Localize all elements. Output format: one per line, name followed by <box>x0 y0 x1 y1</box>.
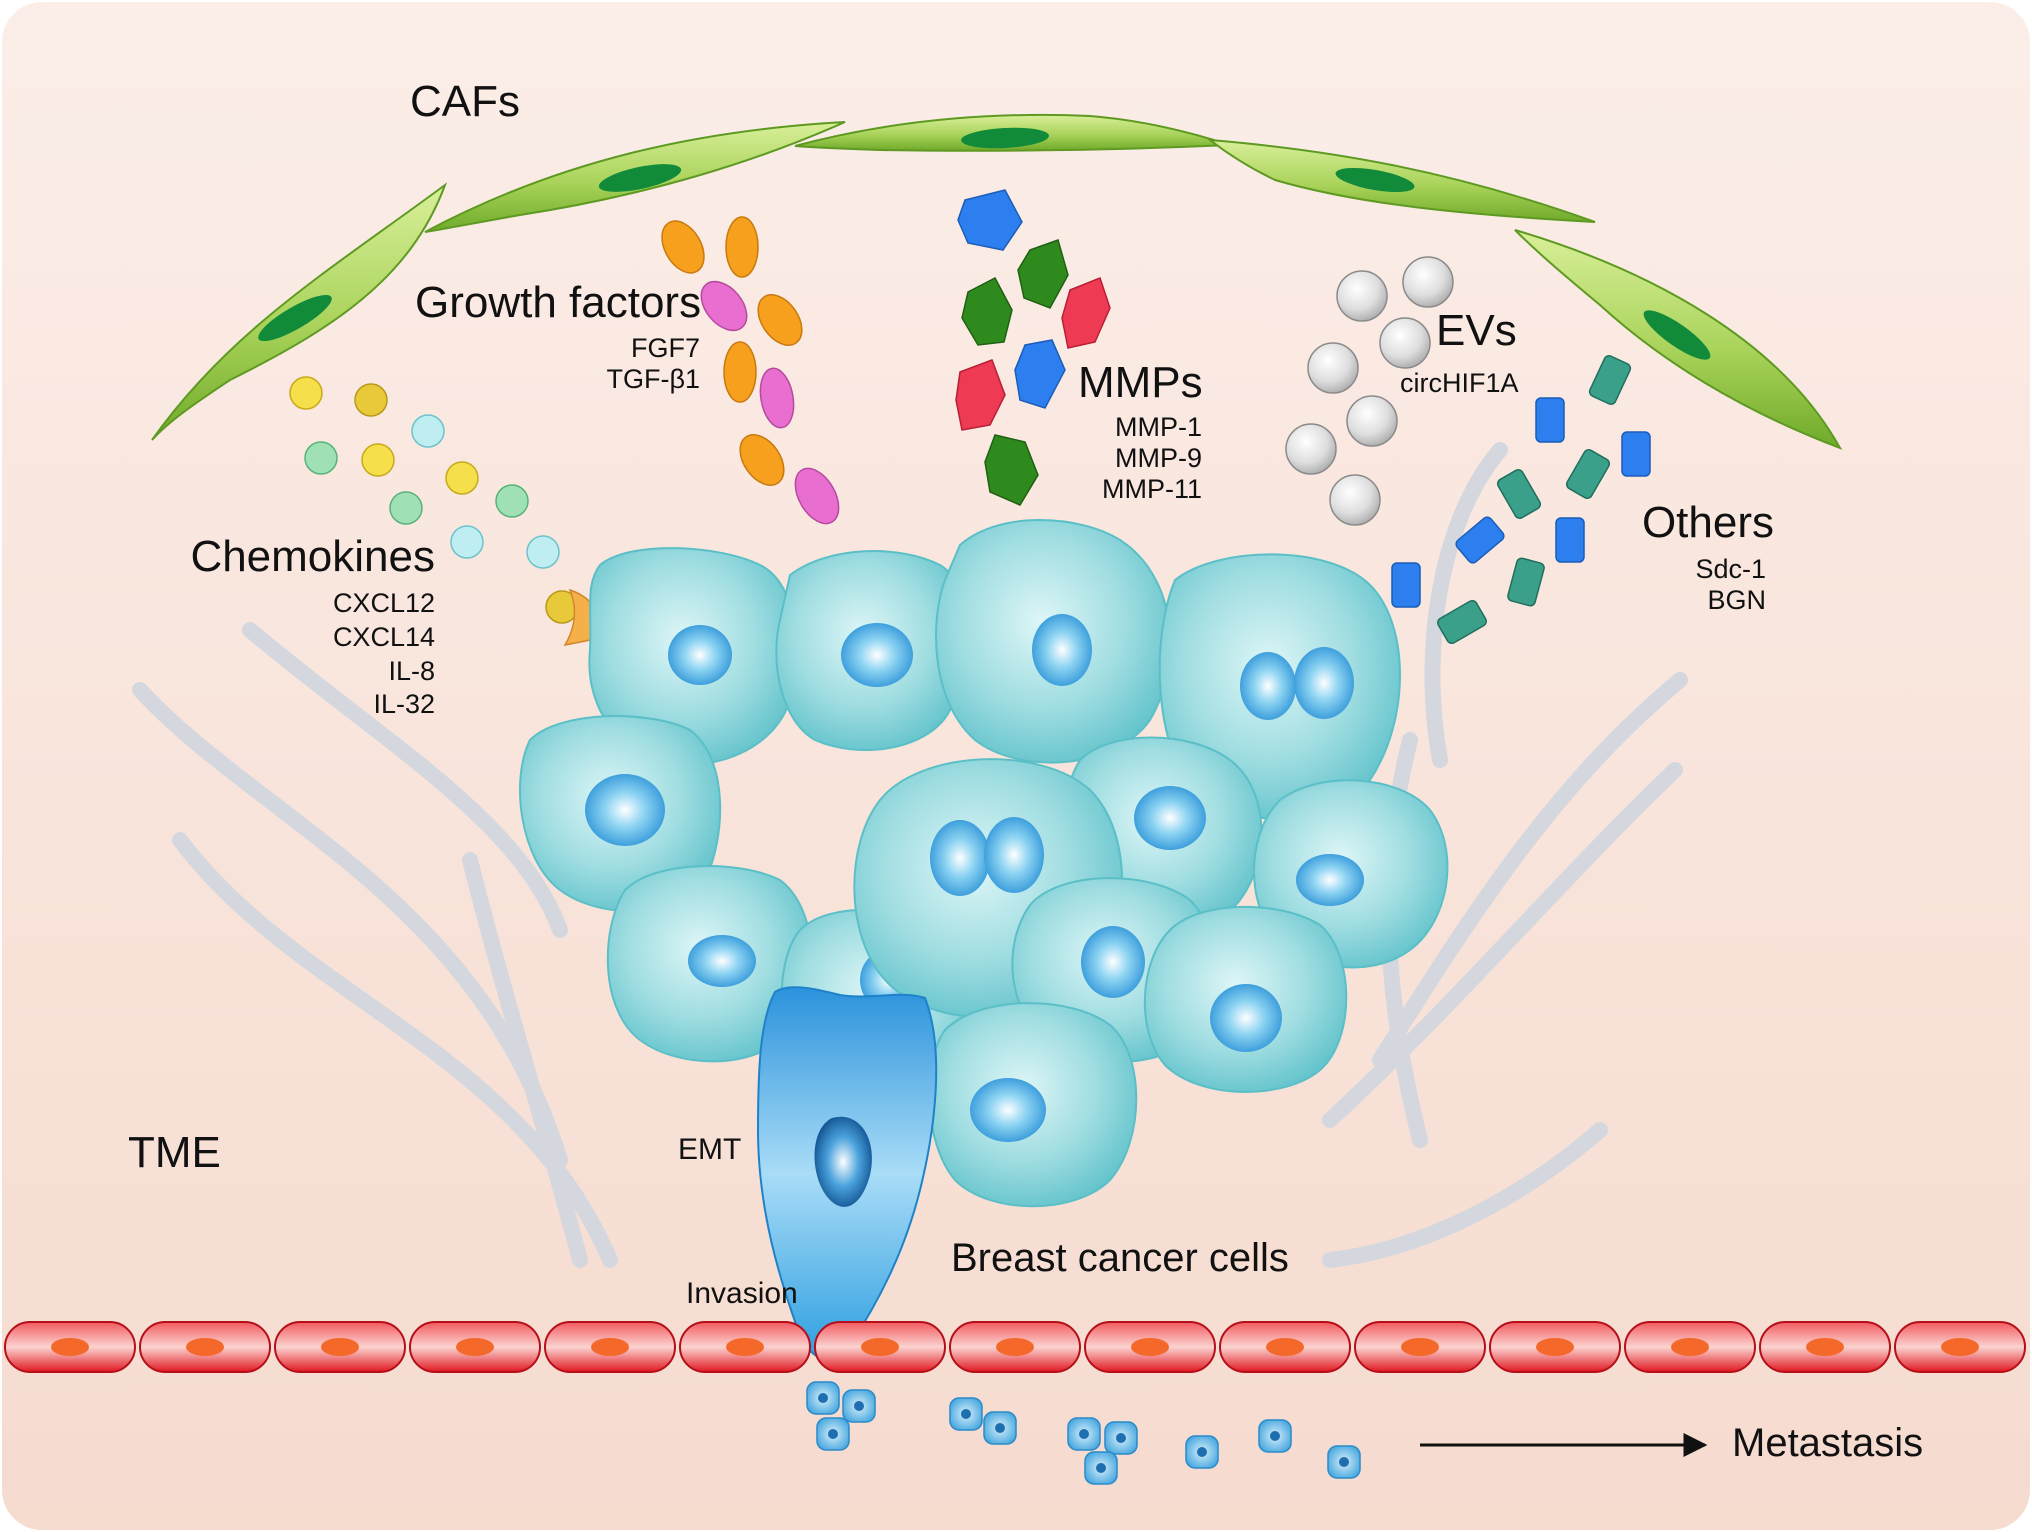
evs-items: circHIF1A <box>1400 368 1519 399</box>
endothelial-cell <box>1759 1321 1891 1373</box>
endothelial-cell <box>1084 1321 1216 1373</box>
circulating-cell <box>1327 1445 1361 1479</box>
circulating-cell <box>806 1381 840 1415</box>
mmps-title: MMPs <box>1078 358 1203 407</box>
endothelial-cell <box>1489 1321 1621 1373</box>
cancer-cell <box>775 550 969 751</box>
ev-vesicles <box>1285 256 1454 526</box>
circulating-cell <box>1084 1451 1118 1485</box>
endothelial-cell <box>949 1321 1081 1373</box>
endothelial-cell <box>544 1321 676 1373</box>
others-title: Others <box>1641 498 1774 547</box>
endothelial-cell <box>1354 1321 1486 1373</box>
emt-label: EMT <box>678 1133 742 1166</box>
endothelial-cell <box>679 1321 811 1373</box>
endothelial-cell <box>1894 1321 2026 1373</box>
circulating-cell <box>949 1397 983 1431</box>
blood-vessel <box>4 1321 2026 1373</box>
chemokines-title: Chemokines <box>190 532 435 581</box>
invasion-label: Invasion <box>686 1277 798 1310</box>
metastasis-label: Metastasis <box>1732 1421 1924 1465</box>
circulating-cell <box>1258 1419 1292 1453</box>
circulating-tumor-cells <box>806 1381 1361 1485</box>
circulating-cell <box>842 1389 876 1423</box>
cancer-cell <box>927 1002 1138 1208</box>
cancer-cell <box>588 547 797 766</box>
evs-title: EVs <box>1436 306 1517 355</box>
endothelial-cell <box>814 1321 946 1373</box>
cafs-label: CAFs <box>410 77 520 126</box>
mmp-molecules <box>955 189 1111 506</box>
endothelial-cell <box>409 1321 541 1373</box>
tme-label: TME <box>128 1128 221 1177</box>
caf-cell <box>151 182 448 441</box>
chemokines-items: CXCL12 CXCL14 IL-8 IL-32 <box>300 587 435 722</box>
others-item: BGN <box>1707 585 1766 616</box>
circulating-cell <box>1185 1435 1219 1469</box>
caf-cell <box>1514 229 1843 450</box>
cancer-cell <box>935 519 1172 764</box>
mmp-item: MMP-11 <box>1101 474 1202 505</box>
endothelial-cell <box>139 1321 271 1373</box>
others-item: Sdc-1 <box>1695 554 1766 584</box>
endothelial-cell <box>1624 1321 1756 1373</box>
chemokine-item: CXCL14 <box>332 621 435 652</box>
growth-factor-item: FGF7 <box>630 333 700 363</box>
cafs-group <box>151 113 1843 450</box>
emt-invading-cell <box>756 986 938 1361</box>
chemokine-item: IL-32 <box>373 689 435 720</box>
growth-factor-item: TGF-β1 <box>606 364 700 395</box>
cancer-cell <box>519 715 722 913</box>
others-molecules <box>1391 355 1651 645</box>
cancer-cell <box>1143 905 1348 1093</box>
others-items: Sdc-1 BGN <box>1650 554 1766 616</box>
caf-cell <box>794 113 1231 152</box>
mmp-item: MMP-9 <box>1115 443 1202 474</box>
circulating-cell <box>816 1417 850 1451</box>
endothelial-cell <box>1219 1321 1351 1373</box>
chemokine-item: CXCL12 <box>332 588 435 618</box>
circulating-cell <box>1067 1417 1101 1451</box>
caf-cell <box>424 121 846 233</box>
growth-factor-molecules <box>661 216 840 525</box>
mmps-items: MMP-1 MMP-9 MMP-11 <box>1060 412 1202 505</box>
circulating-cell <box>1104 1421 1138 1455</box>
breast-cancer-cells-label: Breast cancer cells <box>951 1236 1289 1280</box>
caf-cell <box>1206 138 1596 223</box>
ev-item: circHIF1A <box>1400 368 1519 398</box>
growth-factors-title: Growth factors <box>415 278 702 327</box>
chemokine-item: IL-8 <box>388 655 435 686</box>
mmp-item: MMP-1 <box>1115 412 1202 442</box>
endothelial-cell <box>4 1321 136 1373</box>
circulating-cell <box>983 1411 1017 1445</box>
growth-factors-items: FGF7 TGF-β1 <box>560 333 700 395</box>
ecm-fibers <box>132 442 1688 1268</box>
endothelial-cell <box>274 1321 406 1373</box>
